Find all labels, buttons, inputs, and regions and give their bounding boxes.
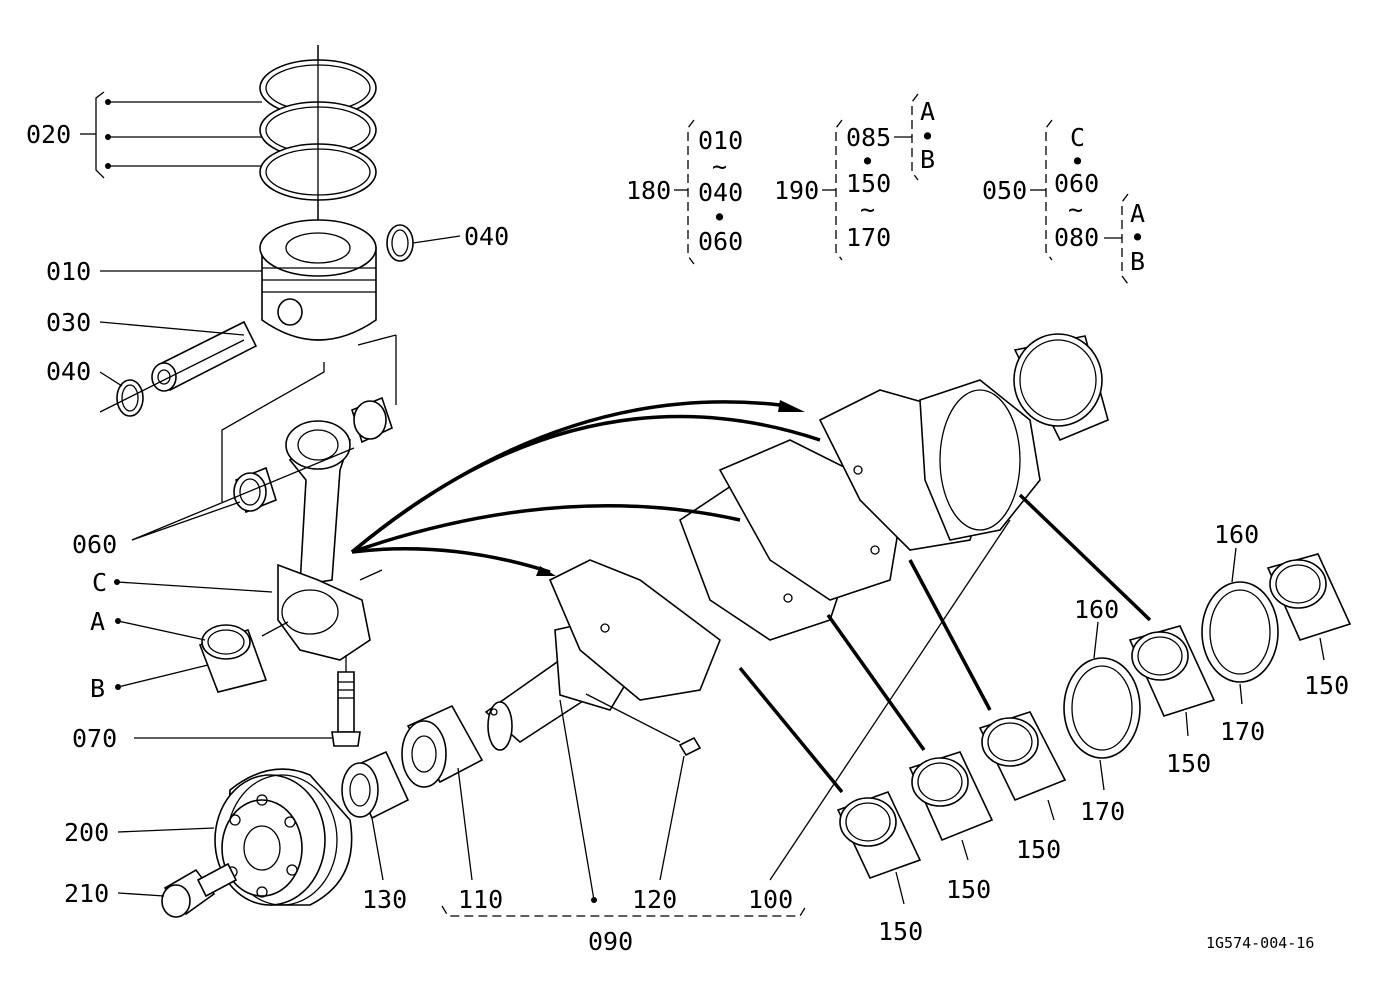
callout-060: 060	[72, 447, 355, 559]
label-020: 020	[26, 120, 71, 149]
bearing-150-4: 150	[1018, 493, 1216, 778]
set-190-label: 190	[774, 176, 819, 205]
label-B: B	[90, 674, 105, 703]
set-050-item-2: •	[1070, 147, 1085, 176]
label-170-1: 170	[1080, 797, 1125, 826]
set-180-label: 180	[626, 176, 671, 205]
piston	[259, 219, 397, 405]
figure-code: 1G574-004-16	[1206, 934, 1314, 952]
bearing-150-1: 150	[738, 666, 923, 946]
set-190-sub-1: A	[920, 97, 935, 126]
set-180: 180 010 ~ 040 • 060	[626, 119, 743, 265]
set-050-item-3: 060	[1054, 169, 1099, 198]
rear-seal-ring	[1013, 333, 1109, 442]
label-170-2: 170	[1220, 717, 1265, 746]
label-070: 070	[72, 724, 117, 753]
set-190: 190 085 • 150 ~ 170 A • B	[774, 93, 935, 261]
set-050: 050 C • 060 ~ 080 A • B	[982, 119, 1145, 285]
label-160-1: 160	[1074, 595, 1119, 624]
piston-pin: 030	[46, 308, 258, 392]
label-C: C	[92, 568, 107, 597]
label-150-1: 150	[878, 917, 923, 946]
callout-010: 010	[46, 257, 262, 286]
assembly-arrows	[350, 400, 821, 576]
crankshaft: 100	[484, 379, 1041, 914]
bearing-150-3: 150	[908, 559, 1067, 864]
callout-020: 020	[26, 91, 262, 179]
callout-C: C	[92, 568, 273, 597]
connecting-rod	[221, 362, 393, 661]
label-200: 200	[64, 818, 109, 847]
set-050-item-5: 080	[1054, 223, 1099, 252]
thrust-washer-160-1: 160 170	[1063, 595, 1141, 826]
circlip-upper: 040	[386, 222, 509, 262]
callout-B: B	[90, 664, 209, 703]
label-130: 130	[362, 885, 407, 914]
set-050-sub-3: B	[1130, 247, 1145, 276]
label-A: A	[90, 607, 105, 636]
set-190-item-5: 170	[846, 223, 891, 252]
label-120: 120	[632, 885, 677, 914]
callout-090: 090	[441, 699, 807, 956]
crank-pin-bearing	[198, 624, 268, 693]
set-180-item-4: •	[712, 203, 727, 232]
set-190-item-4: ~	[860, 195, 875, 224]
set-180-item-5: 060	[698, 227, 743, 256]
label-160-2: 160	[1214, 520, 1259, 549]
set-190-item-2: •	[860, 147, 875, 176]
label-100: 100	[748, 885, 793, 914]
callout-A: A	[90, 607, 206, 641]
bearing-150-2: 150	[826, 613, 994, 904]
set-190-sub-3: B	[920, 145, 935, 174]
gear-110: 110	[401, 704, 503, 914]
set-180-item-3: 040	[698, 178, 743, 207]
label-210: 210	[64, 879, 109, 908]
label-150-4: 150	[1166, 749, 1211, 778]
set-050-item-4: ~	[1068, 195, 1083, 224]
label-150-2: 150	[946, 875, 991, 904]
piston-rings	[259, 45, 377, 250]
label-040-upper: 040	[464, 222, 509, 251]
set-190-sub-2: •	[920, 122, 935, 151]
label-150-5: 150	[1304, 671, 1349, 700]
set-050-label: 050	[982, 176, 1027, 205]
label-150-3: 150	[1016, 835, 1061, 864]
circlip-lower: 040	[46, 339, 245, 417]
label-110: 110	[458, 885, 503, 914]
set-050-sub-2: •	[1130, 223, 1145, 252]
set-190-item-1: 085	[846, 123, 891, 152]
set-180-item-1: 010	[698, 126, 743, 155]
label-060: 060	[72, 530, 117, 559]
label-090: 090	[588, 927, 633, 956]
pulley-bolt: 210	[64, 862, 238, 918]
bearing-150-5: 150	[1266, 553, 1352, 700]
set-180-item-2: ~	[712, 152, 727, 181]
label-030: 030	[46, 308, 91, 337]
key-120: 120	[585, 693, 702, 914]
crankshaft-pulley: 200	[64, 768, 353, 906]
label-010: 010	[46, 257, 91, 286]
set-190-item-3: 150	[846, 169, 891, 198]
connecting-rod-bolt: 070	[72, 655, 361, 753]
set-050-item-1: C	[1070, 123, 1085, 152]
thrust-washer-160-2: 160 170	[1201, 520, 1279, 746]
set-050-sub-1: A	[1130, 199, 1145, 228]
gear-130: 130	[341, 750, 410, 914]
label-040-lower: 040	[46, 357, 91, 386]
